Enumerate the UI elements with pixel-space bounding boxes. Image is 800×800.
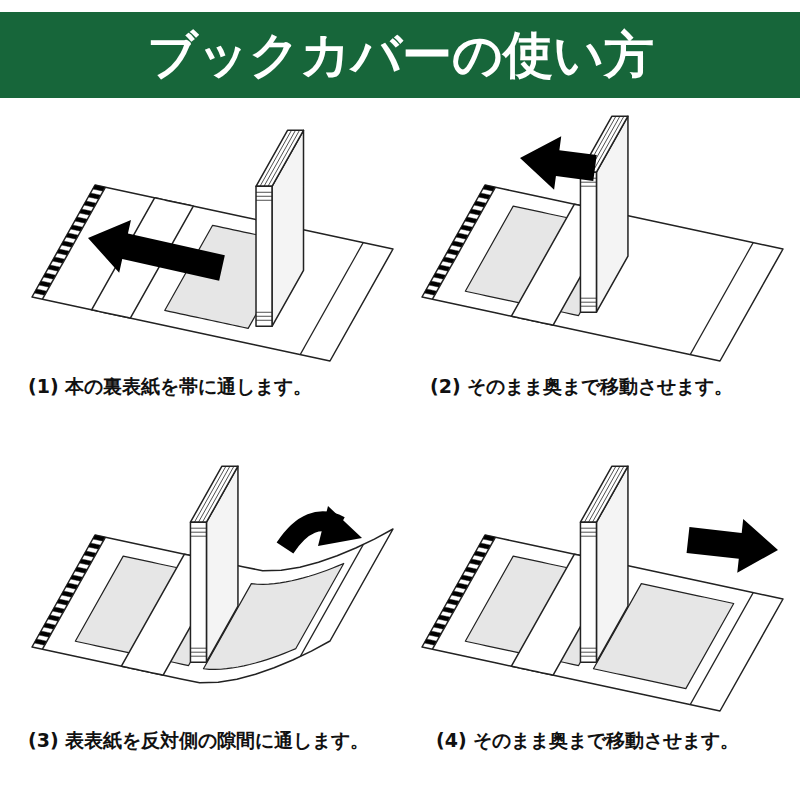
spine-line <box>256 196 272 197</box>
spine-line <box>190 536 206 537</box>
spine-line <box>190 652 206 653</box>
page-line <box>268 130 300 186</box>
spine-line <box>190 648 206 649</box>
spine-line <box>190 532 206 533</box>
move-arrow <box>88 220 225 281</box>
book-spine <box>190 522 206 662</box>
spine-line <box>580 528 596 529</box>
book-spine <box>256 186 272 326</box>
spine-line <box>190 528 206 529</box>
page-line <box>260 130 292 186</box>
spine-line <box>256 316 272 317</box>
step-illustration <box>32 130 393 361</box>
book-pages <box>256 130 304 186</box>
spine-line <box>580 302 596 303</box>
page-line <box>202 466 234 522</box>
spine-line <box>256 192 272 193</box>
page-line <box>264 130 296 186</box>
cover-sheet <box>32 185 393 361</box>
page-line <box>198 466 230 522</box>
move-arrow <box>687 519 778 573</box>
step-caption: (4) そのまま奥まで移動させます。 <box>436 728 739 752</box>
spine-line <box>580 182 596 183</box>
spine-line <box>580 648 596 649</box>
title: ブックカバーの使い方 <box>0 12 800 98</box>
spine-line <box>580 306 596 307</box>
spine-line <box>256 320 272 321</box>
spine-line <box>580 186 596 187</box>
flap-fold-line <box>300 243 363 355</box>
step-caption: (2) そのまま奥まで移動させます。 <box>430 374 733 398</box>
flap-fold-line <box>690 243 753 355</box>
book-spine <box>580 172 596 312</box>
page-line <box>194 466 226 522</box>
spine-line <box>580 298 596 299</box>
flap-fold-line <box>300 545 363 657</box>
book-pages <box>580 466 628 522</box>
move-arrow <box>520 136 597 190</box>
step-illustration <box>422 116 783 361</box>
spine-line <box>580 652 596 653</box>
page-line <box>584 466 616 522</box>
step-caption: (3) 表表紙を反対側の隙間に通します。 <box>28 728 369 752</box>
spine-line <box>190 656 206 657</box>
book-pages <box>190 466 238 522</box>
spine-line <box>580 532 596 533</box>
spine-line <box>580 656 596 657</box>
page-line <box>588 466 620 522</box>
title-banner: ブックカバーの使い方 <box>0 12 800 98</box>
step-caption: (1) 本の裏表紙を帯に通します。 <box>28 374 312 398</box>
step-illustration <box>422 466 783 711</box>
spine-line <box>580 536 596 537</box>
spine-line <box>256 312 272 313</box>
move-arrow <box>318 506 362 546</box>
page-line <box>592 466 624 522</box>
book-spine <box>580 522 596 662</box>
flap-fold-line <box>690 593 753 705</box>
step-illustration <box>32 466 393 682</box>
page-line <box>592 116 624 172</box>
spine-line <box>256 200 272 201</box>
